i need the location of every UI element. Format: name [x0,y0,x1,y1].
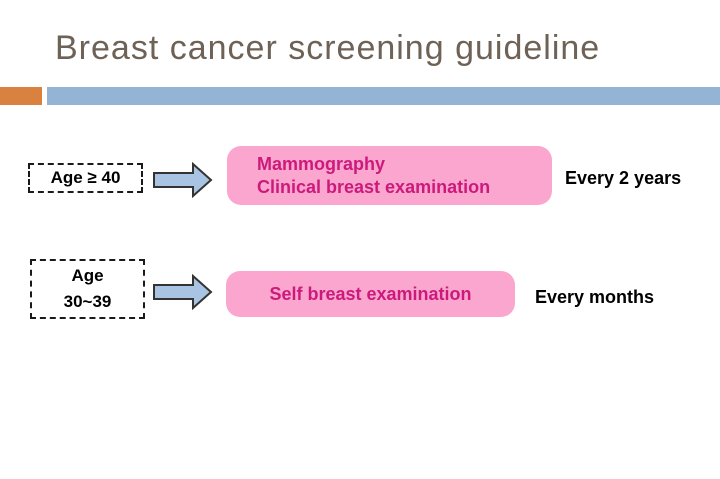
right-arrow-icon [153,162,213,198]
age-group-box-40-plus: Age ≥ 40 [28,163,143,193]
recommendation-line: Clinical breast examination [257,176,491,197]
recommendation-box-30-39: Self breast examination [226,271,515,317]
recommendation-box-40-plus: Mammography Clinical breast examination [227,146,552,205]
right-arrow-icon [153,274,213,310]
recommendation-line: Self breast examination [269,283,472,304]
accent-bar-orange [0,87,42,105]
frequency-label-40-plus: Every 2 years [565,168,682,188]
age-group-label: Age ≥ 40 [50,168,121,187]
age-group-label: 30~39 [63,291,112,311]
slide-title: Breast cancer screening guideline [55,29,601,67]
frequency-label-30-39: Every months [535,287,655,307]
age-group-box-30-39: Age 30~39 [30,259,145,319]
accent-bar-blue [47,87,720,105]
recommendation-line: Mammography [257,153,386,174]
age-group-label: Age [71,266,104,286]
